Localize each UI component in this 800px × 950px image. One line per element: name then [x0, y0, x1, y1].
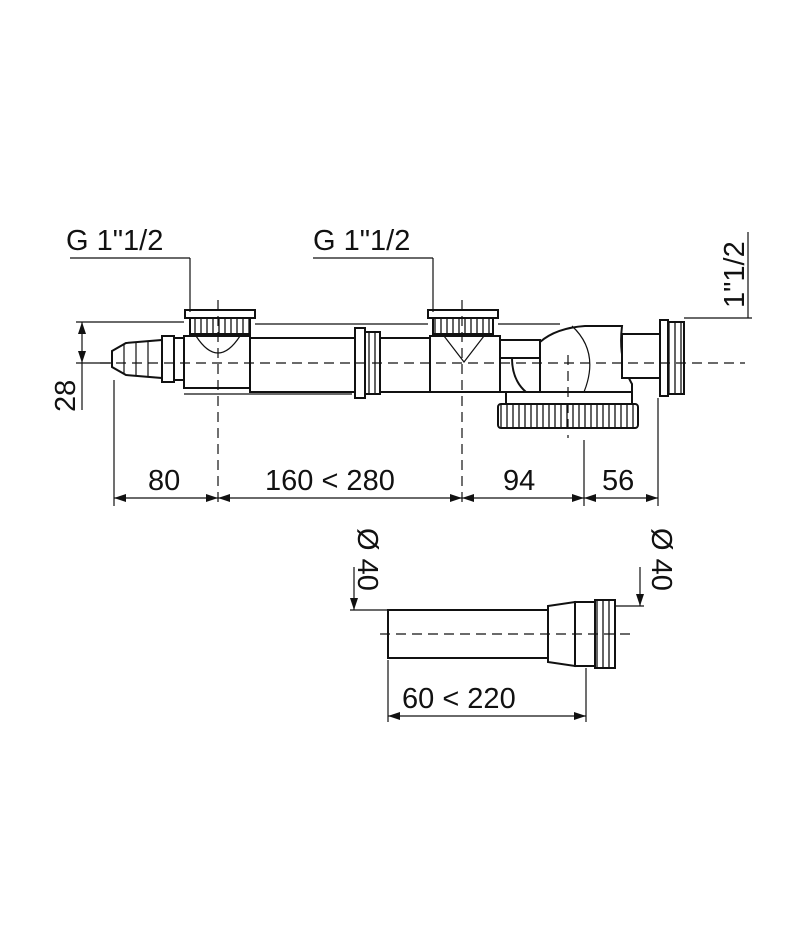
inlet-nut-middle [427, 309, 499, 335]
union-nut-outlet [659, 319, 685, 397]
thread-leader-mid: G 1"1/2 [313, 225, 434, 312]
bottle-trap [539, 325, 633, 393]
dim-label-1: 80 [148, 465, 180, 497]
dim-label-4: 56 [602, 465, 634, 497]
main-pipe [249, 337, 431, 393]
middle-tee [429, 335, 508, 393]
diameter-right: Ø 40 [615, 528, 677, 607]
diameter-label-right: Ø 40 [645, 528, 677, 591]
dim-label-2: 160 < 280 [265, 465, 395, 497]
dimension-extension-length: 60 < 220 [387, 660, 587, 722]
dim-label-3: 94 [503, 465, 535, 497]
extension-pipe [380, 599, 630, 669]
thread-label-left: G 1"1/2 [66, 225, 163, 257]
dimension-height: 28 [50, 321, 184, 412]
thread-label-right: 1"1/2 [719, 241, 751, 308]
outlet-pipe [621, 333, 661, 379]
siphon-assembly [111, 309, 685, 429]
diameter-label-left: Ø 40 [351, 528, 383, 591]
diameter-left: Ø 40 [350, 528, 388, 611]
extension-length-label: 60 < 220 [402, 683, 516, 715]
hose-nozzle [111, 335, 185, 383]
centre-lines [100, 300, 745, 505]
inlet-nut-left [184, 309, 256, 335]
thread-label-mid: G 1"1/2 [313, 225, 410, 257]
thread-leader-left: G 1"1/2 [66, 225, 191, 312]
dimension-chain: 80 160 < 280 94 56 [113, 380, 659, 506]
height-dimension-label: 28 [50, 380, 82, 412]
thread-leader-right: 1"1/2 [684, 232, 752, 319]
connector-pipe [499, 339, 541, 393]
